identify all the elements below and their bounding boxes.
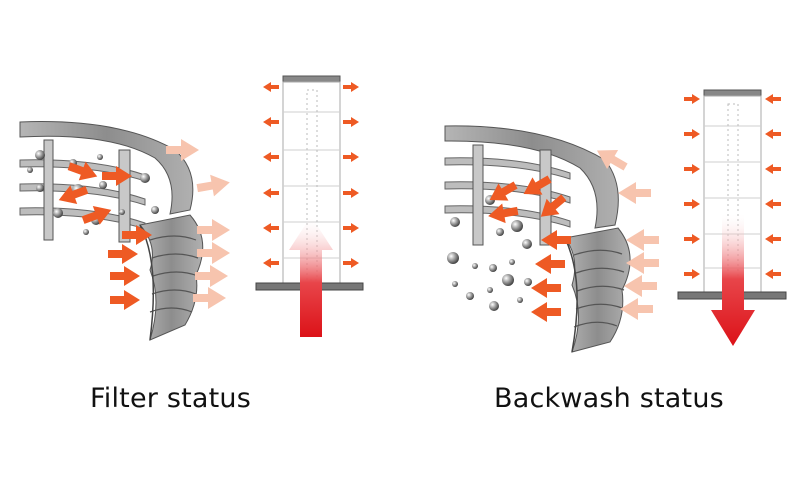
filter-status-label: Filter status (90, 383, 252, 414)
backwash-status-label: Backwash status (494, 383, 724, 414)
backwash-element-cutaway (444, 125, 631, 353)
outward-flow-arrows (58, 139, 230, 310)
backwash-candle-section (677, 89, 787, 346)
filter-element-cutaway (19, 121, 204, 341)
filter-candle-section (255, 75, 364, 337)
inward-flow-arrows (488, 149, 659, 322)
particle-group-backwash (447, 195, 532, 311)
